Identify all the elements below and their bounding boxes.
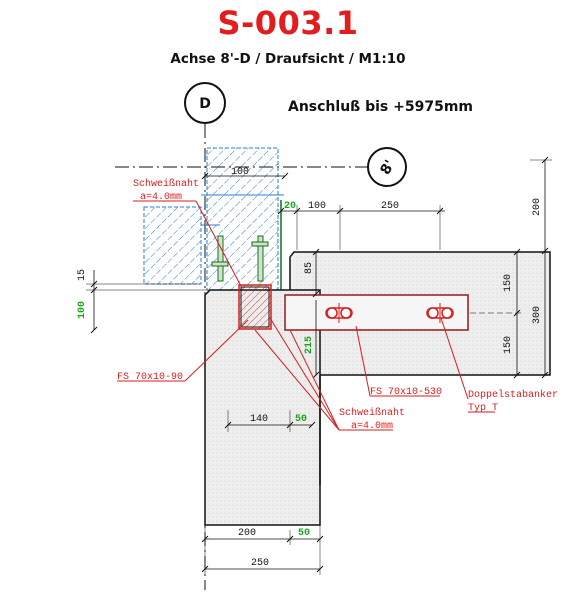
svg-text:50: 50 bbox=[295, 414, 307, 425]
steel-profiles bbox=[211, 200, 282, 290]
connection-level-label: Anschluß bis +5975mm bbox=[288, 99, 474, 115]
svg-text:a=4.0mm: a=4.0mm bbox=[351, 421, 393, 432]
svg-text:Schweißnaht: Schweißnaht bbox=[133, 178, 199, 190]
axis-8-label: 8' bbox=[377, 157, 398, 177]
svg-text:Doppelstabanker: Doppelstabanker bbox=[468, 389, 558, 401]
svg-text:100: 100 bbox=[231, 167, 249, 178]
svg-text:FS 70x10-90: FS 70x10-90 bbox=[117, 372, 183, 383]
anchor-left bbox=[325, 303, 353, 323]
svg-text:100: 100 bbox=[77, 301, 88, 319]
svg-text:250: 250 bbox=[381, 201, 399, 212]
dim-215: 215 bbox=[304, 300, 320, 379]
svg-text:140: 140 bbox=[250, 414, 268, 425]
dim-row-top: 20 100 250 bbox=[277, 201, 445, 250]
drawing-title: S-003.1 bbox=[217, 4, 359, 42]
anchor-right bbox=[426, 303, 454, 323]
svg-text:FS 70x10-530: FS 70x10-530 bbox=[370, 387, 442, 398]
dim-left: 15 100 bbox=[77, 269, 208, 334]
svg-text:300: 300 bbox=[532, 306, 543, 324]
annotation-weld-bottom: Schweißnaht a=4.0mm bbox=[254, 317, 405, 432]
dim-140-50: 140 50 bbox=[224, 410, 316, 432]
svg-text:15: 15 bbox=[77, 269, 88, 281]
svg-text:20: 20 bbox=[284, 201, 296, 212]
svg-text:215: 215 bbox=[304, 336, 315, 354]
svg-text:150: 150 bbox=[503, 274, 514, 292]
annotation-anchor: Doppelstabanker Typ T bbox=[440, 317, 558, 414]
svg-text:a=4.0mm: a=4.0mm bbox=[140, 192, 182, 203]
svg-text:85: 85 bbox=[304, 262, 315, 274]
svg-text:100: 100 bbox=[308, 201, 326, 212]
annotation-fs-70-530: FS 70x10-530 bbox=[355, 325, 442, 398]
dim-85: 85 bbox=[304, 248, 320, 298]
dim-100-top: 100 bbox=[201, 167, 289, 180]
svg-text:50: 50 bbox=[298, 528, 310, 539]
svg-text:250: 250 bbox=[251, 558, 269, 569]
dim-bottom: 200 50 250 bbox=[201, 525, 324, 575]
annotation-weld-top: Schweißnaht a=4.0mm bbox=[133, 178, 243, 289]
dim-inner-vertical: 150 150 bbox=[470, 248, 524, 379]
svg-text:200: 200 bbox=[532, 198, 543, 216]
annotation-fs-70-90: FS 70x10-90 bbox=[117, 319, 249, 383]
svg-text:200: 200 bbox=[238, 528, 256, 539]
svg-text:Schweißnaht: Schweißnaht bbox=[339, 407, 405, 419]
drawing-subtitle: Achse 8'-D / Draufsicht / M1:10 bbox=[170, 51, 406, 67]
axis-d-label: D bbox=[199, 96, 211, 112]
dim-right-vertical: 200 300 bbox=[530, 156, 552, 379]
embedded-plate-90 bbox=[238, 284, 272, 330]
svg-text:Typ T: Typ T bbox=[468, 403, 498, 414]
axis-8: 8' bbox=[115, 147, 407, 187]
svg-text:150: 150 bbox=[503, 336, 514, 354]
